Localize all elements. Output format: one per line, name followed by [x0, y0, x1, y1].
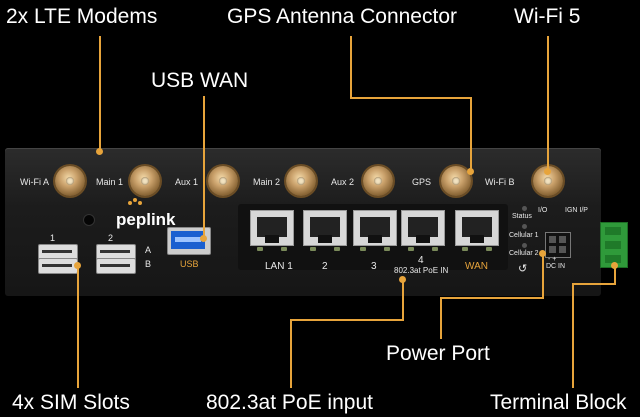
leader-dot-power	[539, 250, 546, 257]
lan-port-2[interactable]	[303, 210, 347, 246]
dc-in-label: DC IN	[546, 263, 566, 270]
terminal-block[interactable]	[600, 222, 628, 268]
antenna-label-aux-2: Aux 2	[331, 177, 355, 187]
antenna-main-1	[130, 166, 160, 196]
dc-power-port[interactable]	[545, 232, 571, 258]
led-lan4-a	[408, 247, 414, 251]
poe-in-label: 802.3at PoE IN	[394, 266, 449, 275]
lte-modems-callout: 2x LTE Modems	[6, 5, 158, 28]
usb-label: USB	[180, 259, 199, 269]
dc-polarity-label: - +	[548, 256, 557, 263]
leader-power-v1	[440, 297, 442, 339]
wan-label: WAN	[465, 261, 488, 272]
leader-wifi	[547, 36, 549, 172]
leader-terminal-v2	[614, 264, 616, 285]
leader-poe-v1	[290, 320, 292, 388]
sim-label-2: 2	[108, 233, 114, 243]
led-lan3-a	[360, 247, 366, 251]
leader-terminal-h	[572, 283, 616, 285]
lan-port-3[interactable]	[353, 210, 397, 246]
antenna-aux-2	[363, 166, 393, 196]
leader-dot-terminal	[611, 262, 618, 269]
io-label: I/O	[538, 207, 548, 214]
leader-power-v2	[542, 252, 544, 299]
antenna-label-main-2: Main 2	[253, 177, 281, 187]
sim-label-1: 1	[50, 233, 56, 243]
status-led	[522, 206, 527, 211]
poe-input-callout: 802.3at PoE input	[206, 391, 373, 414]
antenna-label-wifi-a: Wi-Fi A	[20, 177, 49, 187]
antenna-wifi-b	[533, 166, 563, 196]
leader-poe-v2	[402, 278, 404, 321]
sim-row-label-a: A	[145, 245, 152, 255]
cellular-1-label: Cellular 1	[509, 232, 539, 239]
cellular-2-led	[522, 243, 527, 248]
sim-slot-2a[interactable]	[96, 244, 136, 260]
leader-terminal-v	[572, 284, 574, 388]
led-lan2-a	[310, 247, 316, 251]
leader-usb	[203, 96, 205, 238]
sim-slot-2b[interactable]	[96, 258, 136, 274]
antenna-label-wifi-b: Wi-Fi B	[485, 177, 515, 187]
cellular-2-label: Cellular 2	[509, 250, 539, 257]
led-lan3-b	[384, 247, 390, 251]
sim-slots-callout: 4x SIM Slots	[12, 391, 130, 414]
led-lan4-b	[432, 247, 438, 251]
leader-lte	[99, 36, 101, 151]
leader-power-h	[440, 297, 544, 299]
antenna-gps	[441, 166, 471, 196]
usb-wan-callout: USB WAN	[151, 69, 249, 92]
peplink-logo-icon	[128, 197, 142, 205]
leader-dot-lte	[96, 148, 103, 155]
sim-row-label-b: B	[145, 259, 152, 269]
led-lan2-b	[334, 247, 340, 251]
antenna-main-2	[286, 166, 316, 196]
leader-dot-wifi	[544, 168, 551, 175]
leader-dot-usb	[200, 235, 207, 242]
cellular-1-led	[522, 224, 527, 229]
gps-connector-callout: GPS Antenna Connector	[227, 5, 457, 28]
status-label: Status	[512, 213, 532, 220]
lan-port-1[interactable]	[250, 210, 294, 246]
led-lan1-a	[257, 247, 263, 251]
wan-port[interactable]	[455, 210, 499, 246]
brand-logo-text: peplink	[116, 210, 176, 229]
lan-label-4: 4	[418, 255, 424, 266]
lan-label-2: 2	[322, 261, 328, 272]
wifi-callout: Wi-Fi 5	[514, 5, 581, 28]
power-port-callout: Power Port	[386, 342, 490, 365]
antenna-aux-1	[208, 166, 238, 196]
antenna-label-gps: GPS	[412, 177, 432, 187]
antenna-wifi-a	[55, 166, 85, 196]
sim-slot-1b[interactable]	[38, 258, 78, 274]
lan-label-3: 3	[371, 261, 377, 272]
leader-sim	[77, 264, 79, 388]
leader-gps-v1	[350, 36, 352, 98]
led-wan-b	[486, 247, 492, 251]
led-wan-a	[462, 247, 468, 251]
leader-gps-h	[350, 97, 472, 99]
leader-dot-poe	[399, 276, 406, 283]
led-lan1-b	[281, 247, 287, 251]
antenna-label-main-1: Main 1	[96, 177, 124, 187]
terminal-block-callout: Terminal Block	[490, 391, 627, 414]
lan-port-4-poe[interactable]	[401, 210, 445, 246]
leader-gps-v2	[470, 97, 472, 172]
reset-button-icon[interactable]: ↺	[518, 263, 528, 275]
leader-poe-h	[290, 319, 404, 321]
ign-label: IGN I/P	[565, 207, 588, 214]
leader-dot-gps	[467, 168, 474, 175]
antenna-label-aux-1: Aux 1	[175, 177, 199, 187]
leader-dot-sim	[74, 262, 81, 269]
power-led	[83, 214, 95, 226]
lan-label-1: LAN 1	[265, 261, 293, 272]
